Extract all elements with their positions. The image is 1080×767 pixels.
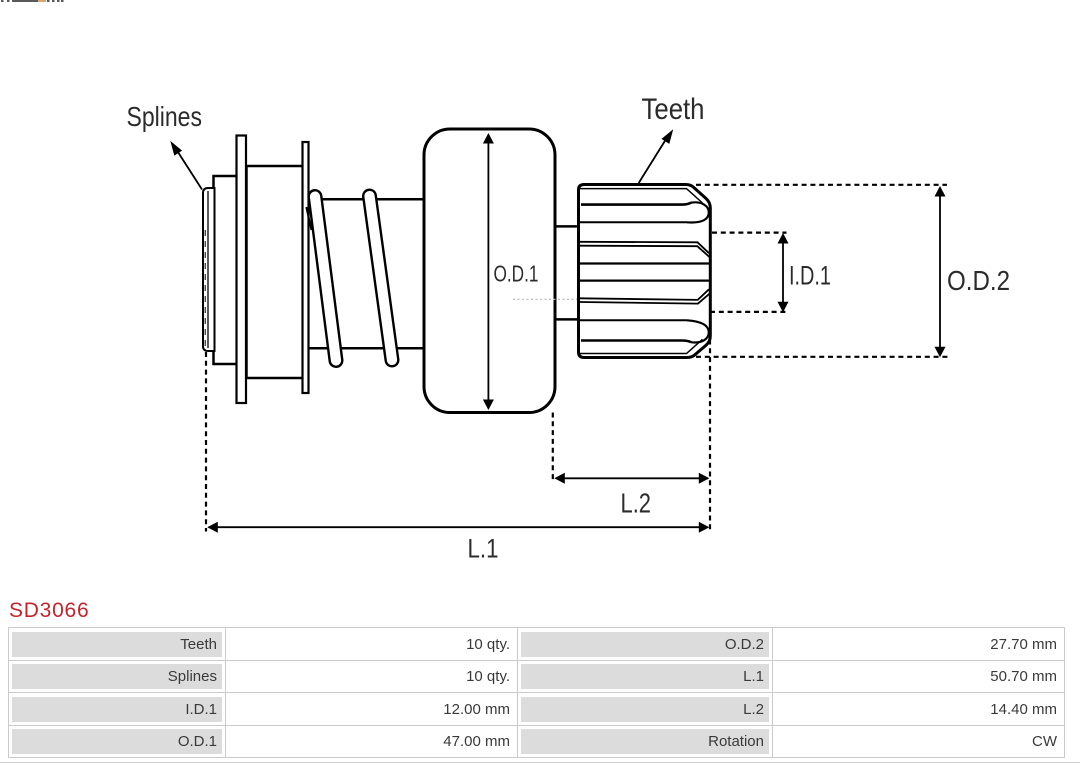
svg-text:O.D.1: O.D.1: [494, 261, 539, 287]
svg-text:O.D.2: O.D.2: [947, 265, 1010, 296]
svg-text:L.1: L.1: [468, 534, 499, 564]
svg-text:Splines: Splines: [127, 101, 203, 132]
svg-text:L.2: L.2: [621, 488, 652, 519]
svg-text:I.D.1: I.D.1: [789, 261, 831, 291]
svg-text:Teeth: Teeth: [642, 93, 705, 126]
